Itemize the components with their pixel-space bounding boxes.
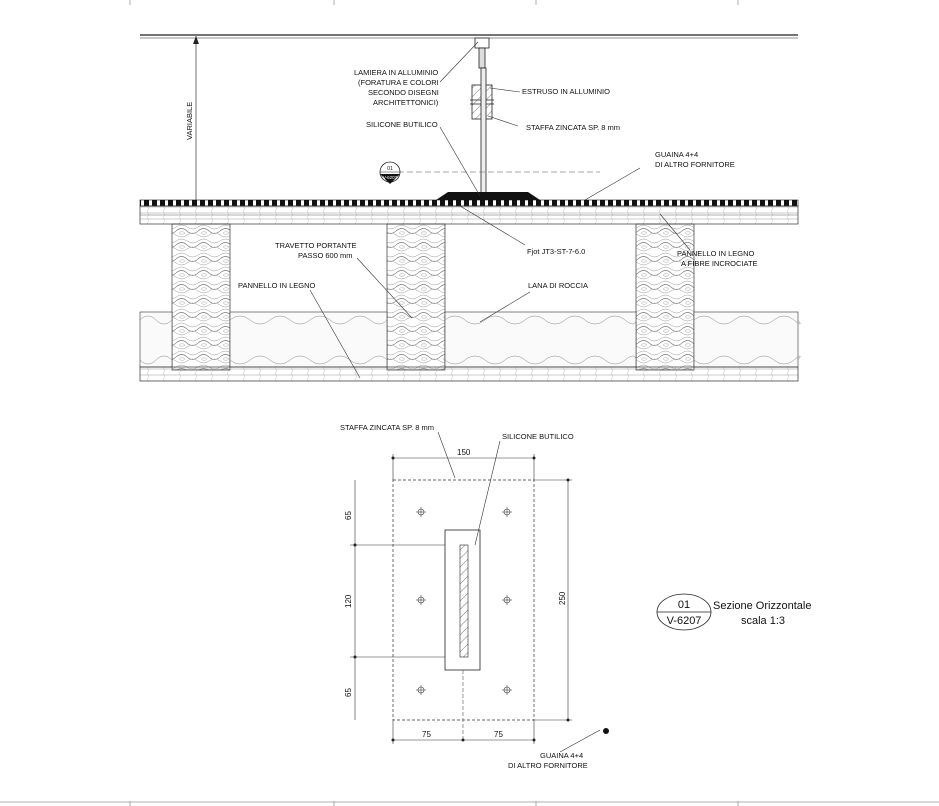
bracket-assembly bbox=[469, 37, 498, 201]
lamiera-label-4: ARCHITETTONICI) bbox=[373, 98, 439, 107]
dimension-variable: VARIABILE bbox=[185, 36, 199, 200]
travetto-label-1: TRAVETTO PORTANTE bbox=[275, 241, 357, 250]
aluminium-sheet bbox=[140, 34, 798, 39]
leader-lines bbox=[309, 41, 691, 379]
travetto-label-2: PASSO 600 mm bbox=[298, 251, 352, 260]
plate-outline bbox=[392, 479, 535, 721]
plate-detail: 150 65 120 65 250 75 75 STAFFA ZINCATA S… bbox=[340, 423, 609, 770]
drawing-scale: scala 1:3 bbox=[741, 615, 785, 627]
title-number: 01 bbox=[678, 599, 690, 611]
plate-guaina-label-2: DI ALTRO FORNITORE bbox=[508, 761, 588, 770]
pannello-fibre-label-1: PANNELLO IN LEGNO bbox=[677, 249, 755, 258]
plate-staffa-label: STAFFA ZINCATA SP. 8 mm bbox=[340, 423, 434, 432]
dim-250: 250 bbox=[558, 591, 567, 605]
section-detail: VARIABILE bbox=[139, 34, 801, 382]
plate-silicone-label: SILICONE BUTILICO bbox=[502, 432, 574, 441]
roof-layers bbox=[139, 192, 801, 382]
fjot-label: Fjot JT3-ST-7-6.0 bbox=[527, 247, 585, 256]
dim-120: 120 bbox=[344, 594, 353, 608]
lamiera-label-1: LAMIERA IN ALLUMINIO bbox=[354, 68, 438, 77]
lamiera-label-3: SECONDO DISEGNI bbox=[368, 88, 439, 97]
title-block: 01 V-6207 Sezione Orizzontale scala 1:3 bbox=[656, 593, 811, 631]
guaina-label-2: DI ALTRO FORNITORE bbox=[655, 160, 735, 169]
estruso-label: ESTRUSO IN ALLUMINIO bbox=[522, 87, 610, 96]
plate-guaina-label-1: GUAINA 4+4 bbox=[540, 751, 583, 760]
lamiera-label-2: (FORATURA E COLORI bbox=[358, 78, 439, 87]
silicone-label: SILICONE BUTILICO bbox=[366, 120, 438, 129]
bolt-holes bbox=[416, 507, 512, 695]
pannello-legno-label: PANNELLO IN LEGNO bbox=[238, 281, 316, 290]
dim-65-top: 65 bbox=[344, 511, 353, 520]
dim-75-right: 75 bbox=[494, 730, 503, 739]
title-code: V-6207 bbox=[667, 615, 702, 627]
pannello-fibre-label-2: A FIBRE INCROCIATE bbox=[681, 259, 758, 268]
dim-150: 150 bbox=[457, 448, 471, 457]
lana-label: LANA DI ROCCIA bbox=[528, 281, 588, 290]
staffa-label: STAFFA ZINCATA SP. 8 mm bbox=[526, 123, 620, 132]
variable-label: VARIABILE bbox=[185, 102, 194, 140]
ref-tag-code: V-6207 bbox=[383, 175, 398, 180]
guaina-label-1: GUAINA 4+4 bbox=[655, 150, 698, 159]
reference-marker: 01 V-6207 bbox=[379, 161, 600, 184]
ref-tag-number: 01 bbox=[387, 166, 393, 172]
dim-65-bottom: 65 bbox=[344, 688, 353, 697]
dim-75-left: 75 bbox=[422, 730, 431, 739]
drawing-title: Sezione Orizzontale bbox=[713, 600, 811, 612]
